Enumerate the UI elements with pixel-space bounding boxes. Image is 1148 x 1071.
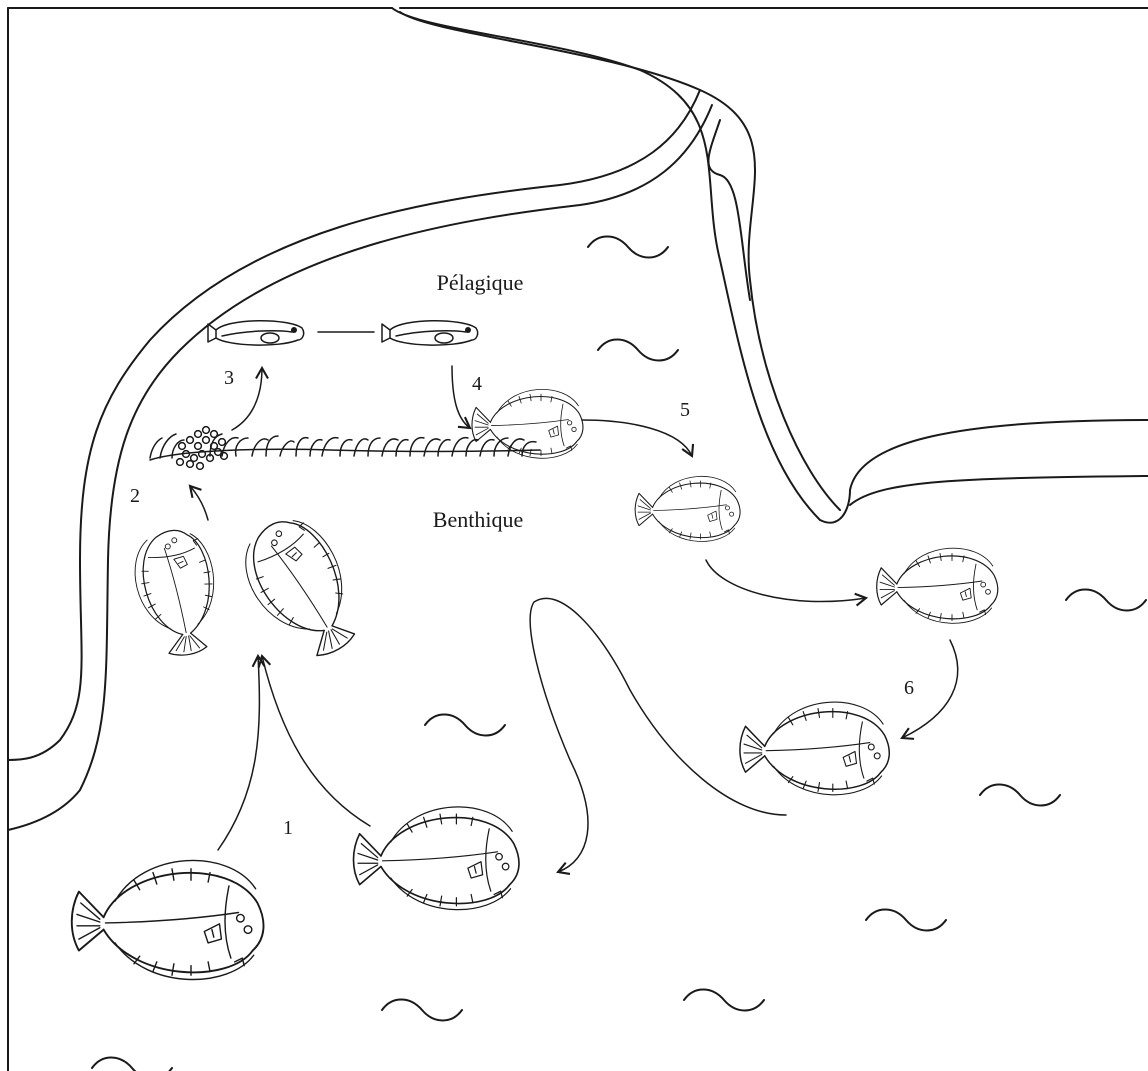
- stage-number-3: 3: [224, 367, 234, 389]
- spawning-adult-right: [229, 505, 376, 671]
- wave-7: [684, 990, 764, 1011]
- eggs-cluster: [177, 427, 228, 470]
- stage-number-6: 6: [904, 677, 914, 699]
- wave-4: [1066, 590, 1146, 611]
- coast-inner: [400, 12, 840, 510]
- stage-number-5: 5: [680, 399, 690, 421]
- arrow-eggs-to-larva: [232, 368, 262, 430]
- channel-lower: [8, 105, 712, 830]
- arrow-spawn-to-eggs: [190, 486, 208, 520]
- larva-early: [208, 321, 304, 345]
- spawning-adult-left: [128, 525, 226, 662]
- wave-2: [598, 340, 678, 361]
- channel-mid: [708, 120, 750, 300]
- stage-number-2: 2: [130, 485, 140, 507]
- adult-bottom-middle: [353, 807, 518, 910]
- juvenile-stage5: [635, 476, 740, 541]
- stage-number-1: 1: [283, 817, 293, 839]
- wave-1: [588, 237, 668, 258]
- channel-upper: [8, 90, 700, 760]
- wave-6: [866, 910, 946, 931]
- wave-9: [92, 1058, 172, 1071]
- benthic-label: Benthique: [433, 507, 523, 532]
- coast-lower: [850, 476, 1148, 505]
- arrow-juvenile-to-stage6a: [706, 560, 866, 602]
- arrow-adult-middle-migration: [262, 656, 370, 826]
- juvenile-stage6b: [740, 702, 889, 795]
- arrow-adult-left-migration: [218, 656, 259, 850]
- pelagic-label: Pélagique: [437, 270, 524, 295]
- coast-outer: [392, 8, 1148, 523]
- arrow-larva-settle: [452, 366, 470, 428]
- juvenile-settling: [472, 389, 583, 458]
- arrow-settle-to-juvenile: [582, 420, 692, 456]
- adult-bottom-left: [72, 860, 264, 979]
- wave-3: [425, 715, 505, 736]
- juvenile-stage6a: [877, 548, 998, 623]
- wave-5: [980, 785, 1060, 806]
- wave-8: [382, 1000, 462, 1021]
- larva-late: [382, 321, 478, 345]
- stage-number-4: 4: [472, 373, 482, 395]
